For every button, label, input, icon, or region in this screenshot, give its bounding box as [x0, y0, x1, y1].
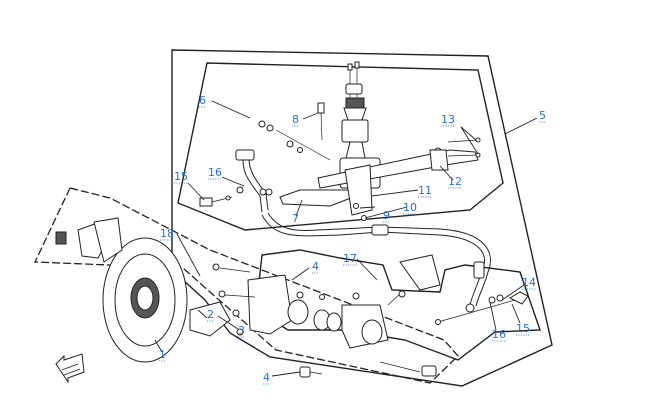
callout-11: 11 [418, 184, 432, 197]
subgroup-outline-6 [177, 62, 504, 231]
caliper-assembly [247, 254, 441, 377]
brake-disc [102, 237, 188, 363]
callout-9: 9 [383, 209, 390, 222]
top-fasteners [199, 102, 367, 221]
callout-12: 12 [448, 175, 462, 188]
brake-pads [55, 217, 231, 337]
callout-13: 13 [441, 113, 455, 126]
callout-4-upper: 4 [312, 260, 319, 273]
callout-8: 8 [292, 113, 299, 126]
brake-hose-upper [235, 149, 273, 213]
hose-group-outline [255, 249, 541, 361]
callout-10: 10 [403, 201, 417, 214]
callout-4-lower: 4 [263, 371, 270, 384]
callout-3: 3 [238, 324, 245, 337]
callout-7: 7 [292, 212, 299, 225]
callout-16-lower: 16 [492, 328, 506, 341]
callout-15-left: 15 [174, 170, 188, 183]
callout-15-right: 15 [516, 322, 530, 335]
callout-16-upper: 16 [208, 166, 222, 179]
callout-6: 6 [199, 94, 206, 107]
brake-hose-main [261, 212, 491, 313]
callout-5: 5 [539, 109, 546, 122]
callout-14: 14 [522, 276, 536, 289]
callout-1: 1 [159, 348, 166, 361]
callout-2: 2 [207, 308, 214, 321]
callout-18: 18 [160, 227, 174, 240]
right-fittings [435, 291, 529, 325]
callout-17: 17 [343, 252, 357, 265]
leader-lines [154, 100, 538, 377]
callout-labels: 1 2 3 4 4 5 6 7 8 9 10 11 12 13 14 15 15… [159, 94, 546, 385]
front-direction-arrow-icon [55, 353, 85, 384]
caliper-fasteners [212, 263, 325, 378]
brake-lever [279, 164, 373, 216]
